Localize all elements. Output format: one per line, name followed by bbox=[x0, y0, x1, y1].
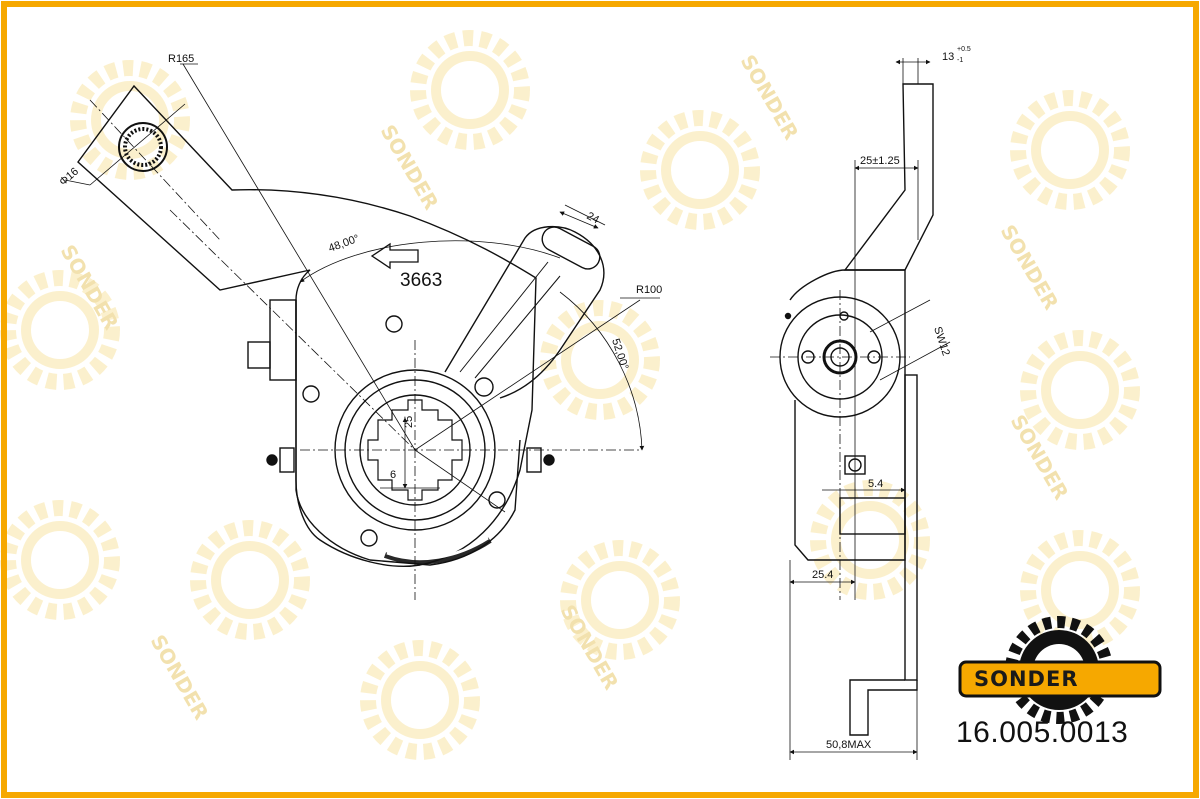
eye-hole-outer bbox=[118, 122, 168, 172]
screw bbox=[488, 491, 506, 509]
worm-nut bbox=[247, 341, 271, 369]
adjuster-slot-arm bbox=[444, 225, 605, 399]
grease-nipple-cap bbox=[266, 454, 278, 466]
screw bbox=[474, 377, 494, 397]
screw bbox=[360, 529, 378, 547]
grease-nipple-cap bbox=[543, 454, 555, 466]
dim-arm-offset-tol-upper: +0.5 bbox=[957, 46, 971, 53]
sonder-logo: SONDER bbox=[958, 616, 1162, 724]
housing-outline bbox=[295, 300, 521, 566]
side-body bbox=[789, 269, 906, 561]
grease-nipple-right bbox=[526, 447, 542, 473]
front-view bbox=[64, 63, 660, 600]
part-stamp: 3663 bbox=[400, 270, 442, 291]
slot-line bbox=[474, 275, 561, 379]
spline-bore bbox=[367, 399, 463, 501]
dim-overall-width: 50,8MAX bbox=[826, 739, 872, 751]
dim-spline-width: 6 bbox=[390, 469, 396, 481]
side-view bbox=[770, 58, 951, 760]
housing-side-block bbox=[269, 299, 297, 381]
dim-arm-offset: 13 bbox=[942, 51, 954, 63]
dim-body-width: 25.4 bbox=[812, 569, 833, 581]
adjuster-slot bbox=[541, 226, 601, 270]
logo-badge bbox=[958, 660, 1162, 698]
dim-spline-height: 25 bbox=[403, 416, 415, 428]
direction-arrow bbox=[370, 242, 419, 270]
dim-center-offset: 25±1.25 bbox=[860, 155, 900, 167]
bottom-slot bbox=[383, 537, 492, 565]
part-number: 16.005.0013 bbox=[956, 716, 1128, 749]
dim-slot-width: 24 bbox=[585, 210, 601, 226]
slot-line bbox=[459, 261, 549, 373]
dim-radius-top: R165 bbox=[168, 53, 194, 65]
logo-text: SONDER bbox=[974, 667, 1079, 691]
dimension-lines bbox=[64, 63, 660, 513]
center-lines bbox=[89, 99, 640, 600]
screw bbox=[385, 315, 403, 333]
eye-hole-inner bbox=[123, 127, 163, 167]
dim-nipple-offset: 5.4 bbox=[868, 478, 883, 490]
grease-nipple-left bbox=[279, 447, 295, 473]
screw bbox=[302, 385, 320, 403]
dim-arm-offset-tol-lower: -1 bbox=[957, 57, 963, 64]
side-dimension-lines bbox=[770, 58, 951, 760]
dim-radius-arc: R100 bbox=[636, 284, 662, 296]
